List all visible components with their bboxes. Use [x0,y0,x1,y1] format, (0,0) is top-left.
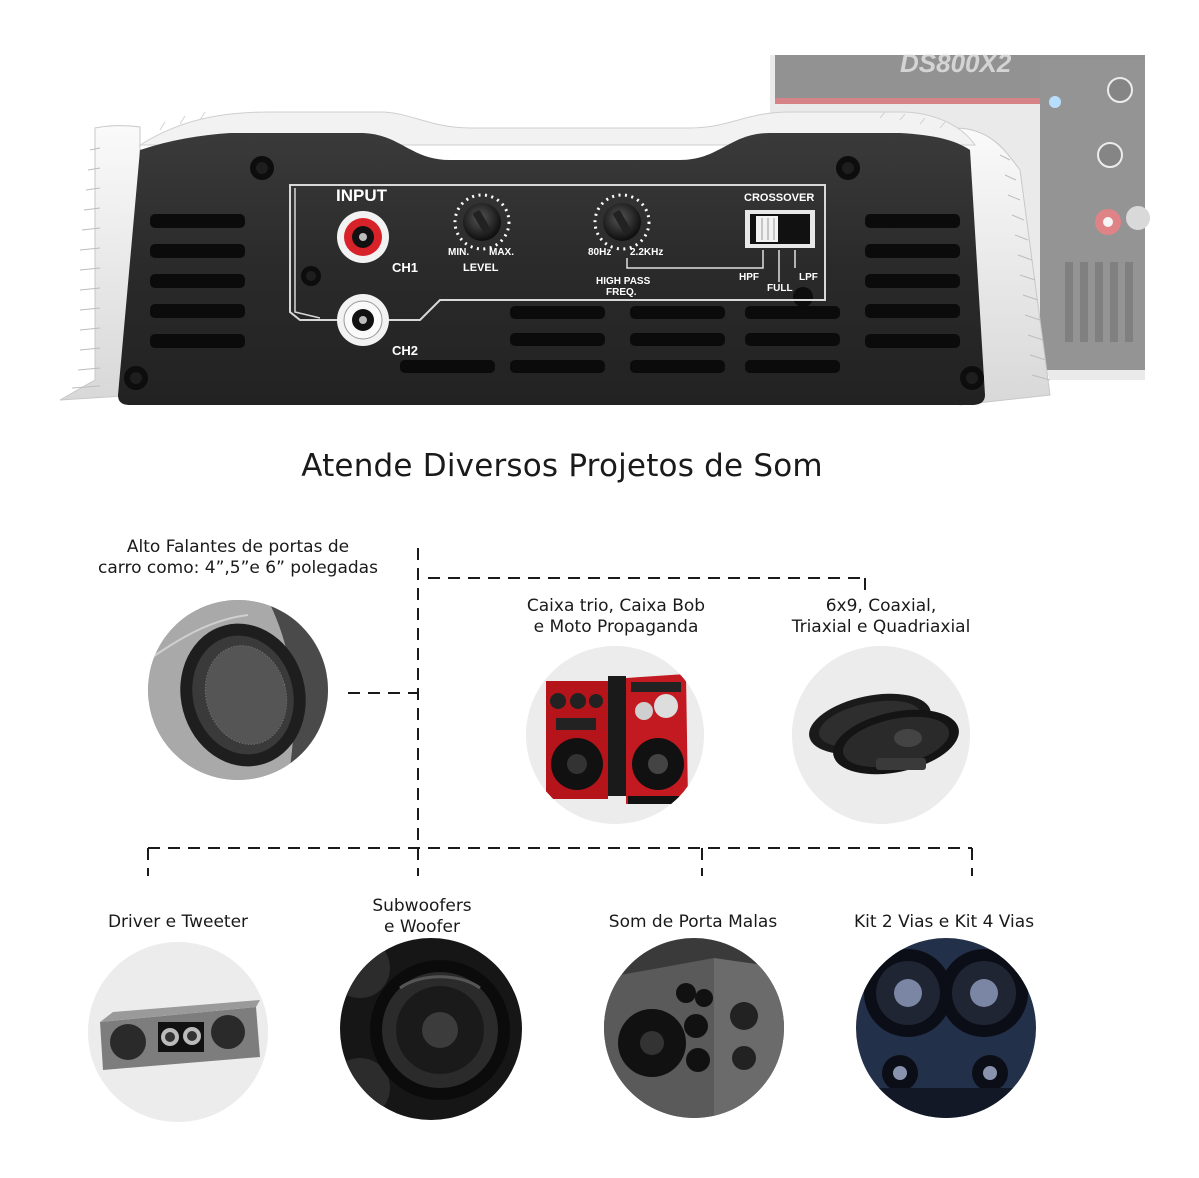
subwoofer-image [340,938,522,1120]
freq-high-label: 2.2KHz [630,247,664,258]
ch2-label: CH2 [392,343,419,358]
section-headline: Atende Diversos Projetos de Som [301,448,823,484]
caption-line-1: Som de Porta Malas [608,912,778,932]
caption-line-2: Triaxial e Quadriaxial [791,617,971,637]
crossover-switch [745,210,815,248]
amplifier-illustration: DS800X2 [59,48,1150,406]
caption-line-2: e Woofer [384,917,460,937]
speaker-kit-image [856,938,1036,1118]
caption-trunk-sound: Som de Porta Malas [583,912,803,933]
caption-oval-speakers: 6x9, Coaxial, Triaxial e Quadriaxial [771,596,991,638]
caption-line-1: Alto Falantes de portas de [126,537,350,557]
level-label: LEVEL [463,262,499,274]
caption-subwoofers: Subwoofers e Woofer [312,896,532,938]
caption-line-2: carro como: 4”,5”e 6” polegadas [98,558,378,578]
caption-line-1: Driver e Tweeter [107,912,249,932]
caption-trio-box: Caixa trio, Caixa Bob e Moto Propaganda [506,596,726,638]
input-label: INPUT [336,186,387,205]
rca-input-ch2 [337,294,389,346]
caption-line-1: Caixa trio, Caixa Bob [526,596,706,616]
caption-line-1: Subwoofers [372,896,472,916]
driver-tweeter-box-image [88,942,268,1122]
high-pass-label-1: HIGH PASS [596,276,651,287]
full-label: FULL [767,283,793,294]
heatsink-left [59,125,141,401]
lpf-label: LPF [799,272,818,283]
caption-speaker-kit: Kit 2 Vias e Kit 4 Vias [834,912,1054,933]
caption-door-speakers: Alto Falantes de portas de carro como: 4… [88,537,388,579]
screw-icon [124,156,984,390]
high-pass-label-2: FREQ. [606,287,637,298]
oval-speaker-image [792,646,970,824]
model-text: DS800X2 [900,48,1012,78]
crossover-label: CROSSOVER [744,192,815,204]
vent-slots-right [865,214,960,348]
vent-slots-left [150,214,245,348]
caption-line-2: e Moto Propaganda [533,617,699,637]
caption-line-1: Kit 2 Vias e Kit 4 Vias [853,912,1035,932]
amplifier-product-image: DS800X2 [0,0,1199,420]
level-min-label: MIN. [448,247,470,258]
heatsink-fins-left [71,147,101,389]
high-pass-knob [593,193,651,251]
trunk-sound-image [604,938,784,1118]
level-knob [453,193,511,251]
caption-driver-tweeter: Driver e Tweeter [68,912,288,933]
door-speaker-image [148,600,328,780]
freq-low-label: 80Hz [588,247,612,258]
hpf-label: HPF [739,272,759,283]
trio-box-image [526,646,704,824]
ch1-label: CH1 [392,260,419,275]
rca-input-ch1 [337,211,389,263]
level-max-label: MAX. [489,247,514,258]
vent-slots-bottom [400,306,840,373]
caption-line-1: 6x9, Coaxial, [825,596,937,616]
